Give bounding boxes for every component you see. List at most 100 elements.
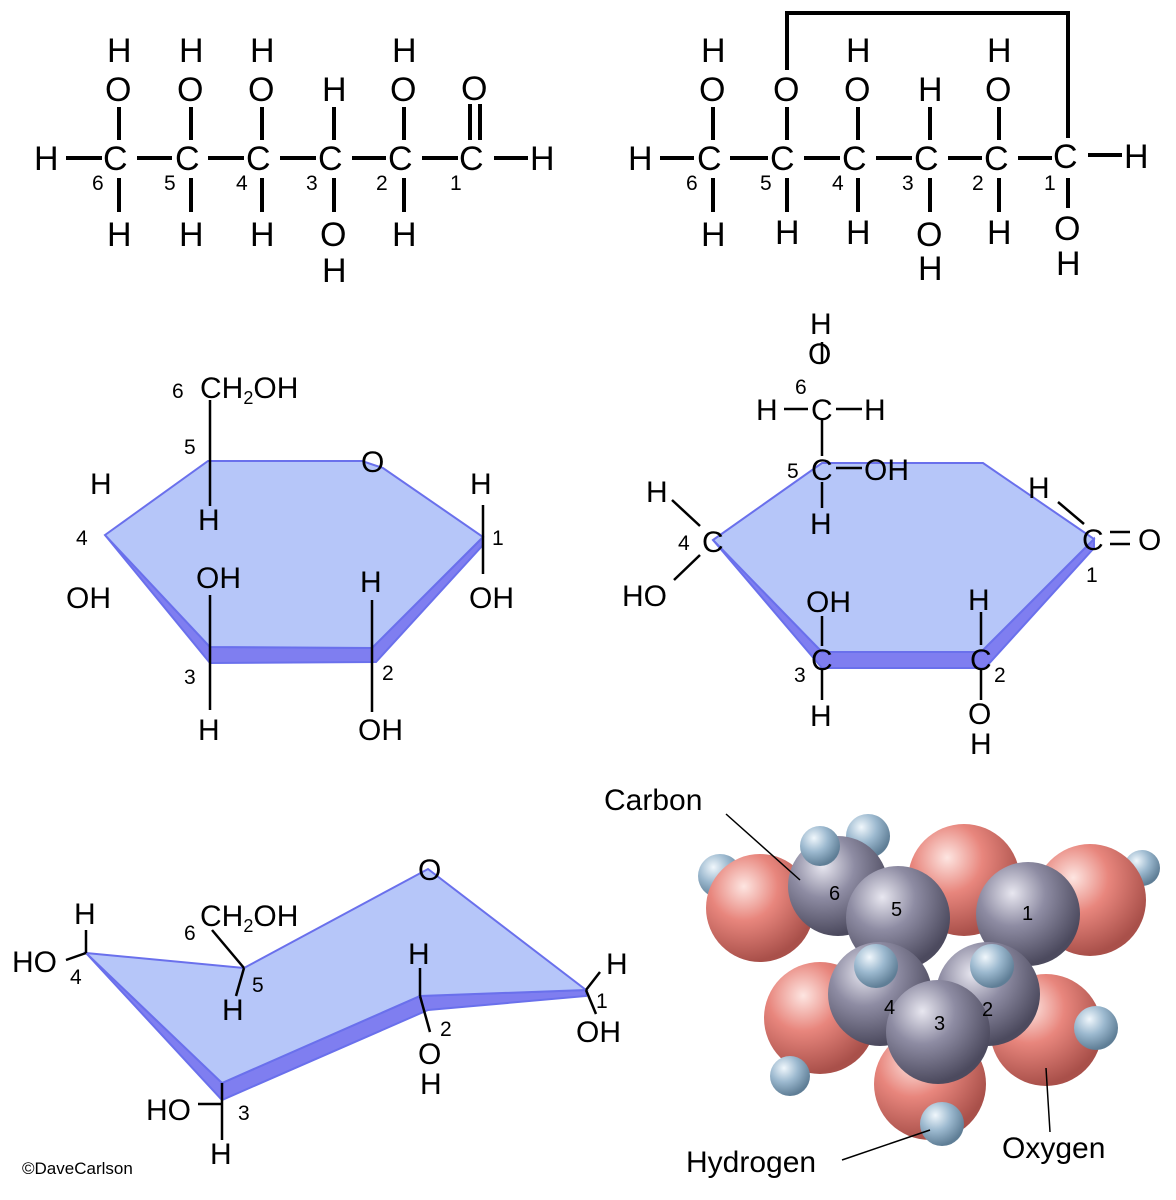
atom-c1: C xyxy=(1053,138,1078,176)
atom-o: O xyxy=(105,71,131,109)
haworth-open-panel: H O 6 H C H 5 C OH H H 4 C HO H C O 1 OH… xyxy=(622,308,1161,761)
atom-h: H xyxy=(846,32,871,70)
atom-h: H xyxy=(918,250,943,288)
atom-h: H xyxy=(222,994,244,1027)
atom-h: H xyxy=(420,1068,442,1101)
atom-h: H xyxy=(810,508,832,541)
atom-c6: C xyxy=(103,140,128,178)
atom-h: H xyxy=(756,394,778,427)
atom-h: H xyxy=(987,32,1012,70)
carbon-number: 1 xyxy=(1044,172,1056,195)
atom-o: O xyxy=(844,71,870,109)
carbon-number: 4 xyxy=(70,966,82,989)
carbon-number: 6 xyxy=(172,380,184,403)
carbon-number: 3 xyxy=(238,1102,250,1125)
atom-h: H xyxy=(918,71,943,109)
atom-c1: C xyxy=(1082,524,1104,557)
hydroxyl-label: OH xyxy=(469,582,514,615)
hydrogen-atom xyxy=(800,826,840,866)
atom-c2: C xyxy=(984,140,1009,178)
chair-panel: O 6 CH2OH 5 H H HO 4 HO 3 H H 2 H O H H … xyxy=(12,854,628,1171)
atom-o: O xyxy=(968,698,991,731)
atom-c5: C xyxy=(175,140,200,178)
atom-h: H xyxy=(846,214,871,252)
hydroxyl-label: OH xyxy=(196,562,241,595)
space-fill-panel: 6 5 1 4 3 2 Carbon Hydrogen Oxygen xyxy=(604,784,1160,1179)
hydroxyl-label: HO xyxy=(146,1094,191,1127)
carbon-number: 2 xyxy=(382,662,394,685)
carbon-number: 3 xyxy=(794,664,806,687)
hydroxyl-label: HO xyxy=(622,580,667,613)
hydroxyl-label: HO xyxy=(12,946,57,979)
copyright-text: ©DaveCarlson xyxy=(22,1159,133,1178)
atom-h: H xyxy=(1124,138,1149,176)
atom-c3: C xyxy=(914,140,939,178)
carbon-number: 4 xyxy=(76,527,88,550)
atom-c5: C xyxy=(770,140,795,178)
carbon-number: 2 xyxy=(376,172,388,195)
carbon-number: 3 xyxy=(902,172,914,195)
atom-h: H xyxy=(530,140,555,178)
oxygen-label: Oxygen xyxy=(1002,1132,1105,1165)
atom-c2: C xyxy=(970,644,992,677)
atom-h: H xyxy=(90,468,112,501)
atom-h: H xyxy=(1028,472,1050,505)
carbon-number: 3 xyxy=(934,1013,945,1035)
carbon-number: 3 xyxy=(306,172,318,195)
atom-h: H xyxy=(360,566,382,599)
atom-c3: C xyxy=(811,644,833,677)
atom-h: H xyxy=(322,252,347,290)
carbon-label: Carbon xyxy=(604,784,702,817)
carbon-number: 4 xyxy=(678,532,690,555)
atom-h: H xyxy=(970,728,992,761)
atom-c4: C xyxy=(702,526,724,559)
atom-c4: C xyxy=(842,140,867,178)
carbon-number: 3 xyxy=(184,666,196,689)
carbon-number: 5 xyxy=(760,172,772,195)
ring-oxygen: O xyxy=(361,446,384,479)
carbon-number: 6 xyxy=(829,883,840,905)
hydroxyl-label: OH xyxy=(358,714,403,747)
hydrogen-atom xyxy=(770,1056,810,1096)
carbon-number: 5 xyxy=(891,899,902,921)
hydrogen-atom xyxy=(920,1102,964,1146)
atom-ring-o: O xyxy=(773,71,799,109)
carbon-number: 1 xyxy=(492,527,504,550)
atom-h: H xyxy=(74,898,96,931)
atom-c6: C xyxy=(697,140,722,178)
atom-h: H xyxy=(210,1138,232,1171)
atom-o: O xyxy=(916,216,942,254)
hydrogen-atom xyxy=(1074,1006,1118,1050)
atom-o: O xyxy=(808,338,831,371)
carbon-number: 2 xyxy=(972,172,984,195)
carbon-number: 1 xyxy=(1022,903,1033,925)
ch2oh-label: CH2OH xyxy=(200,372,298,408)
hydroxyl-label: OH xyxy=(864,454,909,487)
closed-chain-panel: H C C C C C C H H O O H O H H O H H H O … xyxy=(628,11,1149,288)
atom-h: H xyxy=(701,216,726,254)
atom-o: O xyxy=(1054,210,1080,248)
atom-h: H xyxy=(470,468,492,501)
atom-o: O xyxy=(699,71,725,109)
atom-h: H xyxy=(34,140,59,178)
atom-h: H xyxy=(179,32,204,70)
atom-h: H xyxy=(775,214,800,252)
atom-h: H xyxy=(198,504,220,537)
atom-h: H xyxy=(810,700,832,733)
atom-o: O xyxy=(320,216,346,254)
carbon-number: 5 xyxy=(787,460,799,483)
atom-h: H xyxy=(701,32,726,70)
atom-h: H xyxy=(987,214,1012,252)
atom-h: H xyxy=(646,476,668,509)
atom-h: H xyxy=(392,216,417,254)
atom-c5: C xyxy=(811,454,833,487)
atom-h: H xyxy=(392,32,417,70)
hydroxyl-label: OH xyxy=(66,582,111,615)
atom-h: H xyxy=(606,948,628,981)
atom-h: H xyxy=(810,308,832,341)
carbon-number: 5 xyxy=(252,974,264,997)
hydrogen-label: Hydrogen xyxy=(686,1146,816,1179)
oxygen-atom xyxy=(706,854,814,962)
atom-o: O xyxy=(177,71,203,109)
